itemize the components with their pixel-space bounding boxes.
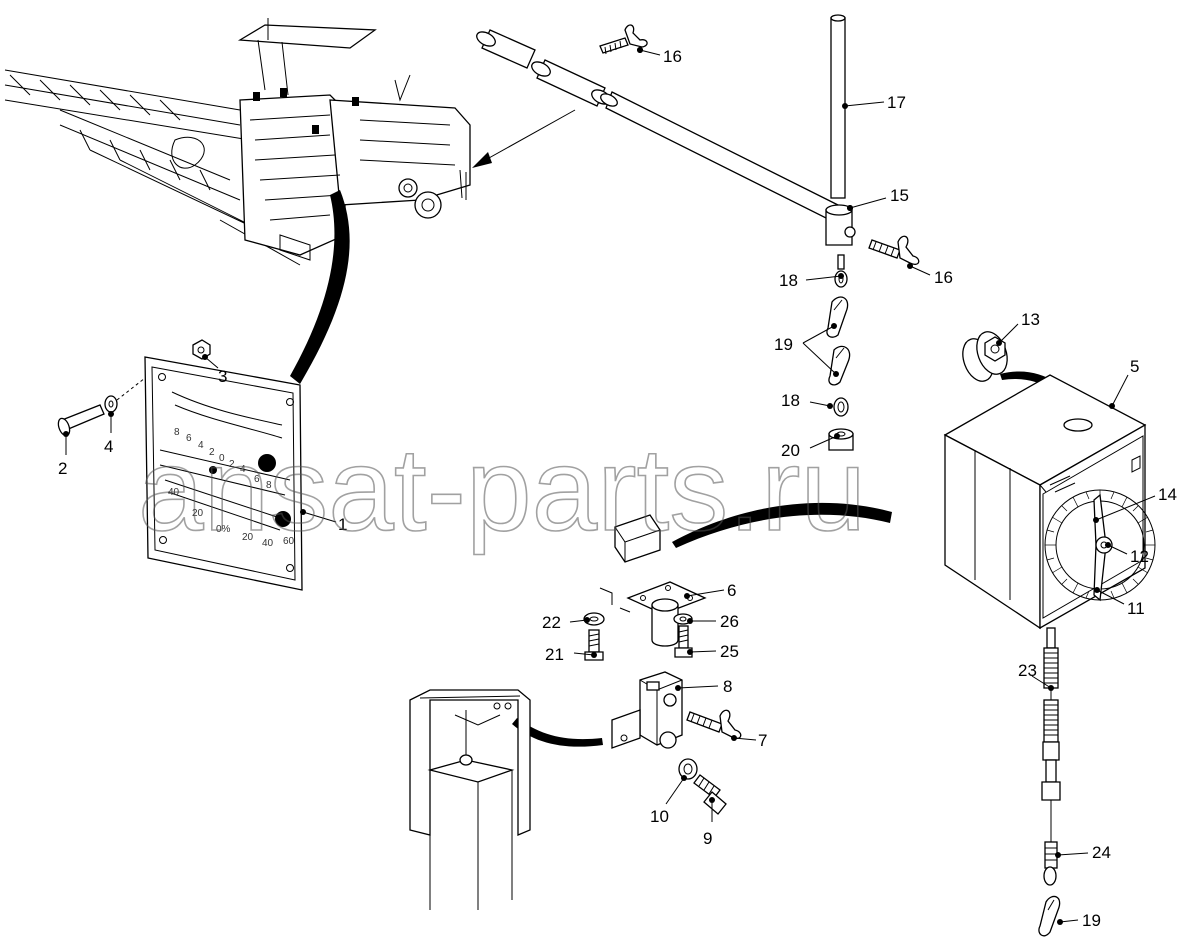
- callout-16-top: 16: [663, 47, 682, 66]
- callout-17: 17: [887, 93, 906, 112]
- watermark-text: ansat-parts.ru: [138, 424, 866, 556]
- callout-3: 3: [218, 367, 227, 386]
- callout-2: 2: [58, 459, 67, 478]
- callout-24: 24: [1092, 843, 1111, 862]
- carabiner-19-middle: [828, 345, 851, 386]
- callout-5: 5: [1130, 357, 1139, 376]
- screw-2: [57, 404, 105, 437]
- callout-11: 11: [1127, 599, 1145, 618]
- support-post: [409, 689, 531, 910]
- gauge-top-tick: 2: [209, 447, 215, 458]
- callout-12: 12: [1130, 547, 1149, 566]
- callout-26: 26: [720, 612, 739, 631]
- vertical-rod-17: [830, 14, 846, 199]
- tube-assembly: [476, 24, 849, 227]
- bracket-plate-6: [599, 581, 707, 647]
- clamp-bracket-8: [611, 671, 683, 749]
- callout-labels: 1 2 3 4 5 6 7 8 9 10 11 12 13 14 15 16 1…: [58, 47, 1177, 930]
- cable-assembly-23: [1041, 627, 1061, 842]
- gauge-knob-lower: [275, 511, 291, 527]
- sweep-spool-to-box: [1000, 371, 1068, 401]
- callout-19-lower: 19: [1082, 911, 1101, 930]
- gauge-bottom-tick: 20: [192, 508, 204, 519]
- callout-23: 23: [1018, 661, 1037, 680]
- eye-18-lower: [833, 397, 849, 417]
- gauge-bottom-tick: 40: [168, 487, 180, 498]
- cube-block: [614, 514, 661, 563]
- callout-22: 22: [542, 613, 561, 632]
- gauge-top-tick: 0: [219, 453, 225, 464]
- gauge-top-tick: 4: [198, 440, 204, 451]
- recorder-box-5: [943, 374, 1156, 630]
- callout-4: 4: [104, 437, 113, 456]
- callout-20: 20: [781, 441, 800, 460]
- gauge-top-tick: 8: [174, 427, 180, 438]
- wing-screw-7: [686, 709, 742, 739]
- callout-9: 9: [703, 829, 712, 848]
- gauge-bottom-scale: 40 20 0% 20 40 60: [168, 487, 295, 549]
- inclinometer-gauge-panel: 8 6 4 2 0 2 4 6 8 40 20 0% 20 40 60: [144, 356, 303, 591]
- callout-10: 10: [650, 807, 669, 826]
- gauge-top-tick: 4: [240, 464, 246, 475]
- washer-10: [678, 758, 698, 780]
- bolt-9: [693, 774, 727, 815]
- carabiner-19-lower: [1038, 895, 1061, 937]
- callout-7: 7: [758, 731, 767, 750]
- washer-4: [104, 377, 146, 413]
- callout-16-side: 16: [934, 268, 953, 287]
- callout-18-lower: 18: [781, 391, 800, 410]
- callout-21: 21: [545, 645, 564, 664]
- leader-lines: [63, 47, 1156, 925]
- machine-illustration: [4, 18, 471, 266]
- callout-25: 25: [720, 642, 739, 661]
- gauge-knob-upper: [258, 454, 276, 472]
- callout-14: 14: [1158, 485, 1177, 504]
- gauge-top-tick: 8: [266, 480, 272, 491]
- gauge-top-tick: 6: [186, 433, 192, 444]
- callout-8: 8: [723, 677, 732, 696]
- callout-18-upper: 18: [779, 271, 798, 290]
- gauge-top-tick: 2: [229, 459, 235, 470]
- gauge-bottom-tick: 60: [283, 536, 295, 547]
- callout-6: 6: [727, 581, 736, 600]
- gauge-top-tick: 6: [254, 474, 260, 485]
- callout-1: 1: [338, 515, 347, 534]
- wing-screw-16: [868, 235, 920, 265]
- sweep-machine-to-gauge: [290, 190, 350, 384]
- callout-15: 15: [890, 186, 909, 205]
- callout-13: 13: [1021, 310, 1040, 329]
- coupling-15: [825, 204, 856, 246]
- gauge-bottom-tick: 20: [242, 532, 254, 543]
- gauge-bottom-tick: 40: [262, 538, 274, 549]
- callout-19-upper: 19: [774, 335, 793, 354]
- gauge-top-scale: 8 6 4 2 0 2 4 6 8: [174, 427, 272, 491]
- carabiner-19-upper: [826, 296, 849, 338]
- gauge-logo-icon: [209, 466, 217, 474]
- direction-arrow: [472, 109, 576, 168]
- sweep-gauge-to-box: [672, 502, 892, 548]
- sweep-post-to-bracket: [512, 718, 603, 747]
- gauge-bottom-tick: 0%: [216, 524, 231, 535]
- eye-bolt-18: [834, 254, 848, 288]
- cable-end-24: [1043, 841, 1058, 886]
